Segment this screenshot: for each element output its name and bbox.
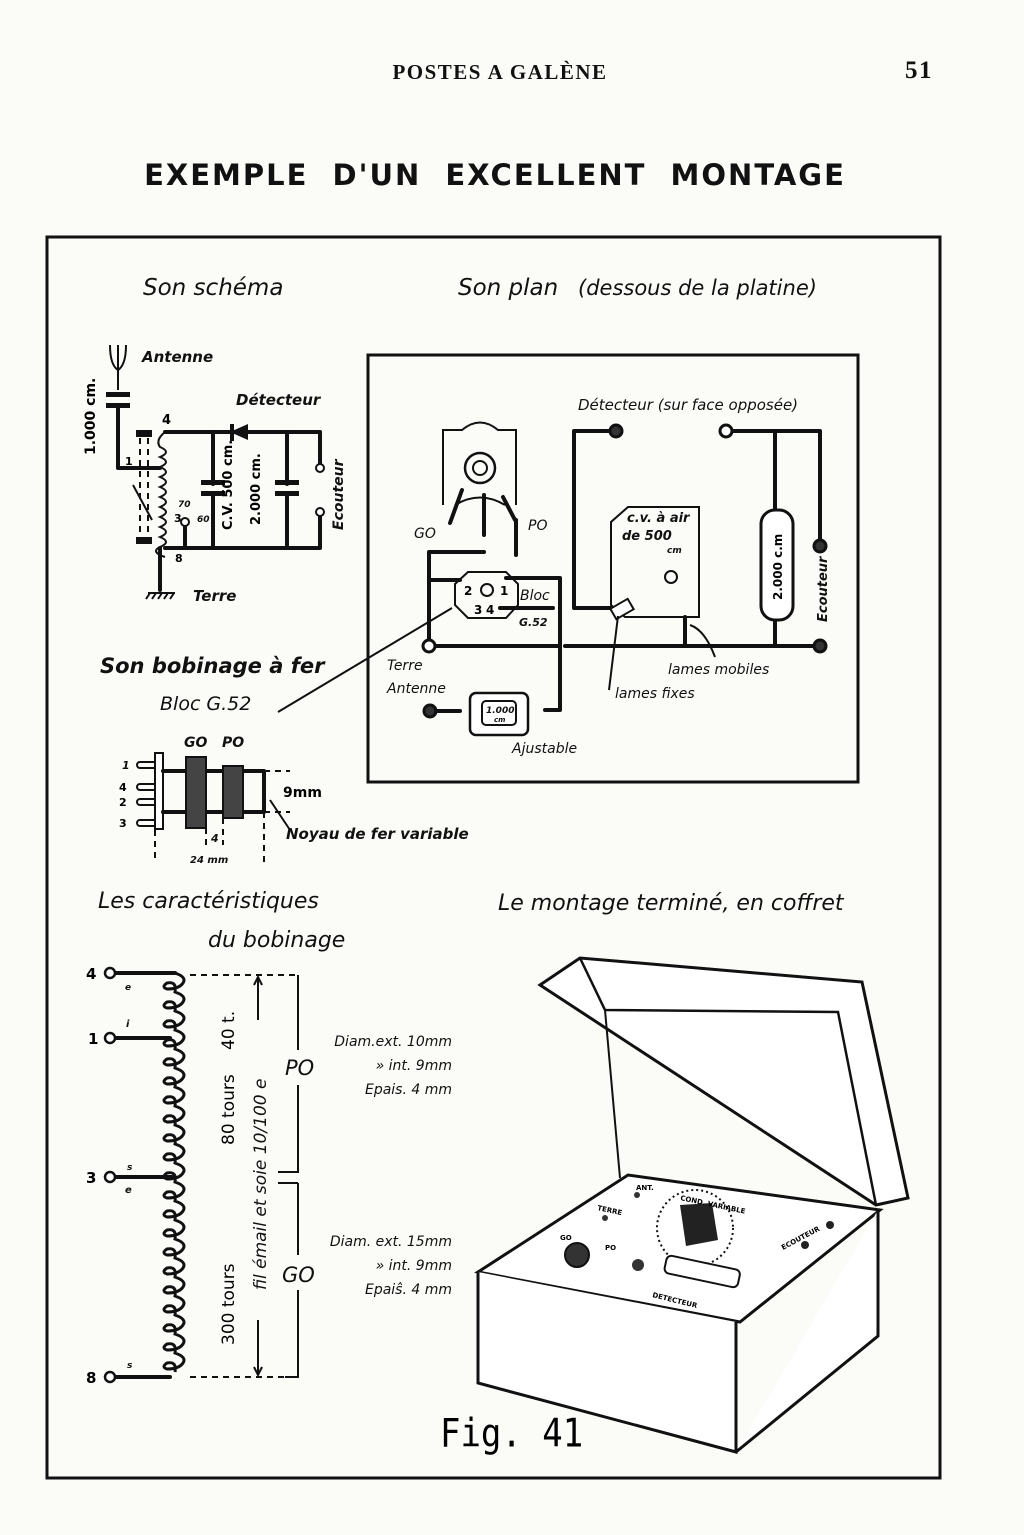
po-label: PO bbox=[285, 1056, 314, 1080]
plan-bloc-ref: G.52 bbox=[519, 616, 548, 629]
go-spec: » int. 9mm bbox=[376, 1258, 452, 1274]
schema-antenne: Antenne bbox=[141, 348, 213, 366]
montage-heading: Le montage terminé, en coffret bbox=[498, 891, 845, 916]
plan-antenne: Antenne bbox=[386, 681, 446, 697]
terminal-mark: e bbox=[125, 1185, 132, 1196]
plan-terre: Terre bbox=[387, 658, 423, 674]
bobinage-noyau: Noyau de fer variable bbox=[286, 825, 469, 843]
turns-300: 300 tours bbox=[219, 1263, 239, 1345]
schema-detecteur: Détecteur bbox=[236, 391, 322, 409]
plan-detecteur: Détecteur (sur face opposée) bbox=[578, 396, 798, 414]
pin-label: 70 bbox=[178, 500, 191, 510]
plan-cv-unit: cm bbox=[667, 546, 682, 556]
plan-subheading: (dessous de la platine) bbox=[578, 276, 817, 300]
pin-label: 60 bbox=[197, 515, 210, 525]
plan-ecouteur: Ecouteur bbox=[816, 555, 831, 622]
terminal-label: 4 bbox=[86, 965, 96, 983]
go-label: GO bbox=[282, 1263, 315, 1287]
box-label: PO bbox=[605, 1244, 616, 1252]
po-spec: Diam.ext. 10mm bbox=[334, 1034, 452, 1050]
terminal-mark: e bbox=[125, 983, 131, 993]
pin-label: 4 bbox=[162, 413, 171, 428]
plan-cv-line1: c.v. à air bbox=[627, 511, 691, 526]
pin-label: 1 bbox=[125, 455, 133, 468]
pin-label: 3 bbox=[119, 817, 127, 830]
bobinage-heading-1: Son bobinage à fer bbox=[100, 654, 326, 678]
schema-ecouteur: Ecouteur bbox=[331, 458, 347, 530]
wiring-plan: Son plan (dessous de la platine) Détecte… bbox=[366, 275, 860, 784]
plan-ajustable: Ajustable bbox=[511, 741, 577, 757]
plan-lames-fixes: lames fixes bbox=[615, 686, 695, 702]
figure-frame bbox=[45, 235, 942, 1480]
terre-terminal bbox=[421, 638, 437, 654]
terminal-label: 8 bbox=[86, 1369, 96, 1387]
plan-bloc: Bloc bbox=[520, 588, 550, 604]
turns-80: 80 tours bbox=[219, 1074, 239, 1145]
bobinage-heading-2: Bloc G.52 bbox=[160, 693, 251, 715]
schema-antenna-cap: 1.000 cm. bbox=[83, 378, 99, 455]
turns-40: 40 t. bbox=[219, 1011, 239, 1050]
plan-heading: Son plan bbox=[458, 275, 558, 301]
terminal-mark: s bbox=[127, 1163, 133, 1173]
go-spec: Diam. ext. 15mm bbox=[330, 1234, 452, 1250]
coil-characteristics: Les caractéristiques du bobinage 4 1 3 8… bbox=[86, 889, 452, 1387]
iron-core-coil: Son bobinage à fer Bloc G.52 GO PO 1 4 2… bbox=[100, 607, 469, 866]
go-spec: Epaiŝ. 4 mm bbox=[365, 1282, 452, 1298]
coil-loops bbox=[162, 971, 186, 1373]
carac-heading-2: du bobinage bbox=[208, 928, 345, 953]
bobinage-go: GO bbox=[184, 735, 207, 751]
bloc-pin: 1 bbox=[500, 584, 508, 598]
bobinage-po: PO bbox=[222, 735, 244, 751]
terminal-mark: i bbox=[126, 1019, 130, 1030]
pin-label: 1 bbox=[122, 759, 130, 772]
page-title: EXEMPLE D'UN EXCELLENT MONTAGE bbox=[144, 158, 846, 192]
pin-label: 8 bbox=[175, 552, 183, 565]
plan-lames-mobiles: lames mobiles bbox=[668, 662, 769, 678]
finished-set-in-box: Le montage terminé, en coffret ANT. TERR… bbox=[474, 891, 910, 1454]
wire-spec: fil émail et soie 10/100 e bbox=[251, 1079, 271, 1290]
terminal-label: 1 bbox=[88, 1030, 98, 1048]
box-lid bbox=[537, 956, 910, 1207]
figure-caption: Fig. 41 bbox=[440, 1410, 583, 1456]
coil-winding-icon bbox=[162, 971, 186, 1373]
bobinage-length: 24 mm bbox=[190, 855, 228, 866]
schema-cv: C.V. 500 cm. bbox=[221, 440, 236, 530]
bobinage-gap: 4 bbox=[210, 832, 219, 845]
carac-heading-1: Les caractéristiques bbox=[98, 889, 319, 914]
circuit-schematic: Son schéma Antenne 1.000 cm. Terre Détec… bbox=[83, 275, 347, 605]
diode-icon bbox=[230, 424, 248, 441]
plan-go: GO bbox=[414, 526, 436, 542]
box-label: GO bbox=[560, 1234, 572, 1242]
antenna-icon bbox=[109, 344, 127, 390]
po-spec: » int. 9mm bbox=[376, 1058, 452, 1074]
plan-po: PO bbox=[528, 518, 547, 534]
terminal-mark: s bbox=[127, 1361, 133, 1371]
box-label: ANT. bbox=[636, 1184, 654, 1192]
bobinage-diameter: 9mm bbox=[283, 785, 322, 801]
pin-label: 2 bbox=[119, 796, 127, 809]
pin-label: 4 bbox=[119, 781, 127, 794]
plan-cap: 2.000 c.m bbox=[771, 534, 785, 600]
ajustable-value: 1.000 bbox=[486, 706, 514, 716]
page-number: 51 bbox=[905, 57, 933, 84]
schema-cap: 2.000 cm. bbox=[249, 453, 264, 525]
bloc-pin: 2 bbox=[464, 584, 472, 598]
po-spec: Epais. 4 mm bbox=[365, 1082, 452, 1098]
terminal-label: 3 bbox=[86, 1169, 96, 1187]
bloc-pin: 4 bbox=[486, 603, 494, 617]
schema-heading: Son schéma bbox=[143, 275, 283, 301]
running-title: POSTES A GALÈNE bbox=[392, 60, 608, 84]
bloc-pin: 3 bbox=[474, 603, 482, 617]
schema-terre: Terre bbox=[193, 587, 236, 605]
ajustable-unit: cm bbox=[494, 716, 505, 724]
plan-cv-line2: de 500 bbox=[622, 529, 672, 544]
box-body: ANT. TERRE COND. VARIABLE ECOUTEUR GO PO… bbox=[474, 1173, 884, 1454]
pin-label: 3 bbox=[174, 512, 182, 525]
